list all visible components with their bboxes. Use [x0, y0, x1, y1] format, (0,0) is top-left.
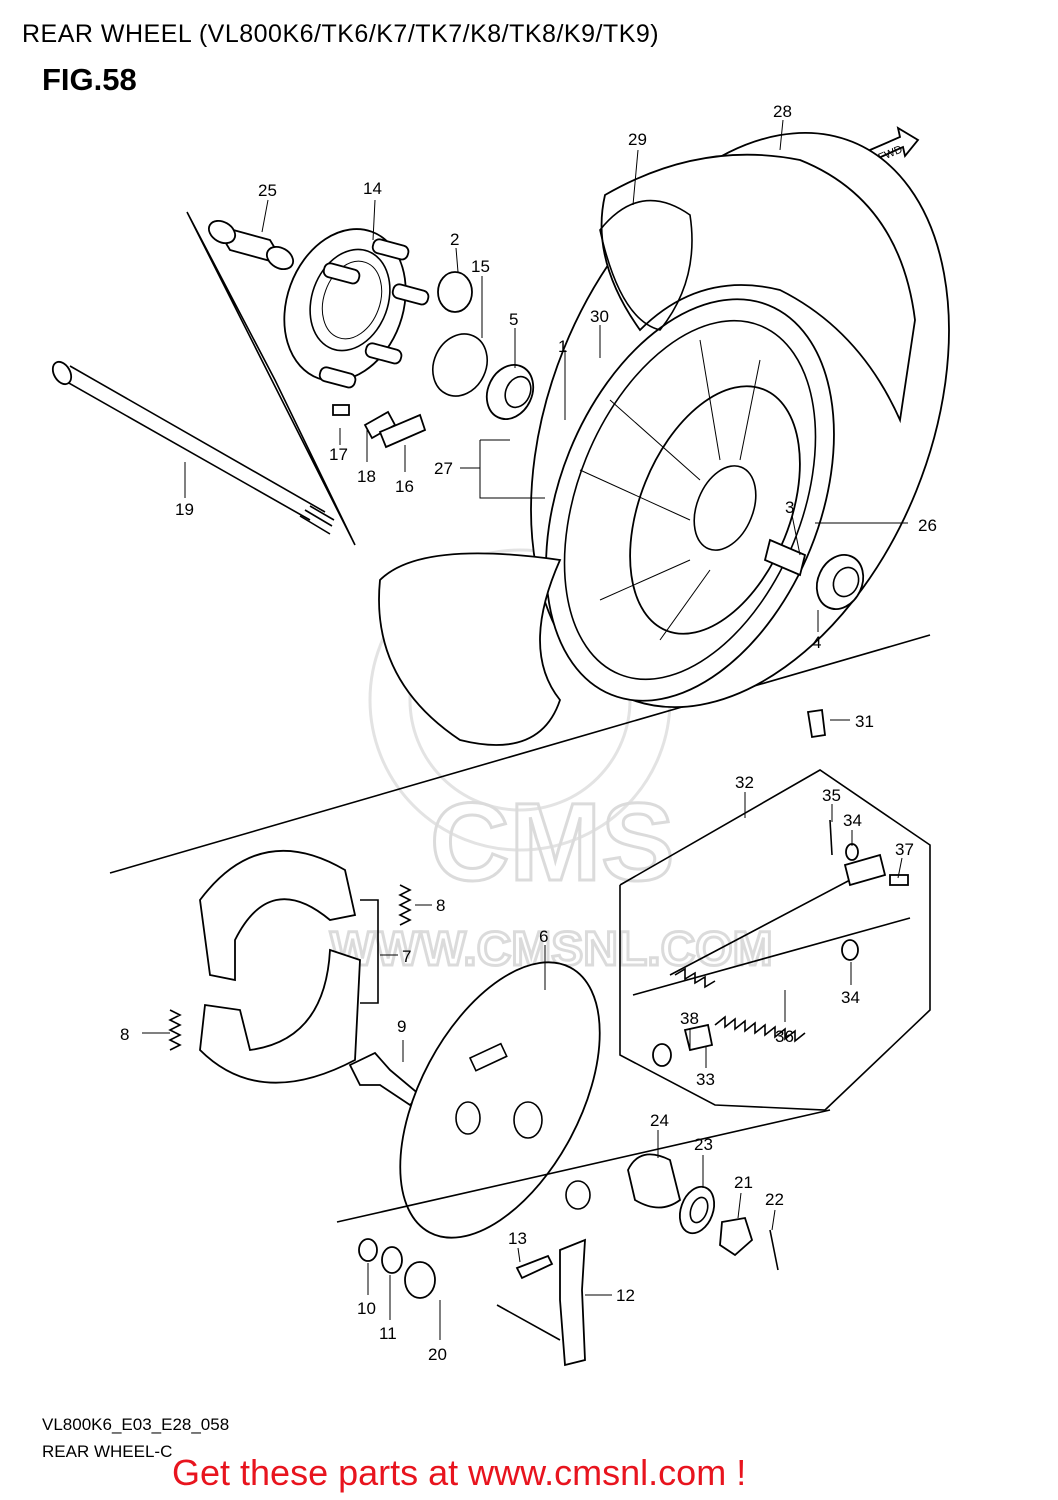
axle: [51, 360, 335, 535]
callout-8b: 8: [120, 1025, 129, 1044]
callout-25: 25: [258, 181, 277, 200]
assembly-guide: [186, 211, 356, 546]
callout-17: 17: [329, 445, 348, 464]
rod-joint: [843, 853, 887, 887]
callout-13: 13: [508, 1229, 527, 1248]
return-spring-20: [404, 1261, 436, 1299]
promo-link[interactable]: Get these parts at www.cmsnl.com !: [172, 1452, 747, 1493]
inner-tube: [599, 199, 693, 331]
assembly-guide-3: [336, 1109, 831, 1223]
ring-10: [358, 1238, 378, 1262]
callout-5: 5: [509, 310, 518, 329]
pin-35: [829, 819, 833, 856]
callout-16: 16: [395, 477, 414, 496]
spring-36: [714, 1015, 806, 1043]
callout-36: 36: [775, 1027, 794, 1046]
dust-seal: [437, 271, 473, 313]
brake-shoes: [199, 849, 361, 1084]
callout-32: 32: [735, 773, 754, 792]
spacer-24: [627, 1153, 682, 1209]
callout-29: 29: [628, 130, 647, 149]
nut-38: [652, 1043, 672, 1067]
callout-26: 26: [918, 516, 937, 535]
lever-guide: [496, 1304, 561, 1341]
callout-4: 4: [812, 633, 821, 652]
callout-10: 10: [357, 1299, 376, 1318]
callout-15: 15: [471, 257, 490, 276]
callout-21: 21: [734, 1173, 753, 1192]
brake-rod: [669, 879, 851, 976]
washer-11: [381, 1246, 403, 1274]
rod-group-box: [619, 769, 931, 1111]
washer-34b: [841, 939, 859, 961]
callout-8a: 8: [436, 896, 445, 915]
bolt-37: [889, 874, 909, 886]
fwd-arrow-icon: FWD: [868, 126, 920, 164]
page-title: REAR WHEEL (VL800K6/TK6/K7/TK7/K8/TK8/K9…: [22, 20, 660, 48]
callout-37: 37: [895, 840, 914, 859]
brake-panel: [399, 961, 601, 1239]
tire: [600, 153, 916, 424]
rod-guide: [632, 917, 911, 996]
bracket-7: [360, 899, 379, 1004]
callout-7: 7: [402, 947, 411, 966]
callout-27: 27: [434, 459, 453, 478]
damper-16: [378, 413, 427, 449]
o-ring: [432, 333, 488, 397]
axle-nut-21: [719, 1216, 754, 1257]
callout-6: 6: [539, 927, 548, 946]
figure-number: FIG.58: [42, 62, 137, 97]
brake-cam: [348, 1051, 422, 1107]
bolt-17: [332, 404, 350, 416]
brake-lever: [559, 1238, 586, 1367]
callout-35: 35: [822, 786, 841, 805]
callout-12: 12: [616, 1286, 635, 1305]
diagram-code: VL800K6_E03_E28_058: [42, 1415, 230, 1434]
callout-34a: 34: [843, 811, 862, 830]
spacer-3: [763, 538, 807, 577]
leader-lines: [142, 119, 908, 1340]
callout-20: 20: [428, 1345, 447, 1364]
tire-section: [378, 552, 562, 746]
callout-11: 11: [379, 1324, 397, 1343]
bolt-13: [515, 1254, 554, 1280]
cotter-pin-22: [769, 1229, 779, 1271]
bearing-5: [485, 364, 535, 420]
spring-8b: [168, 1009, 182, 1051]
callout-18: 18: [357, 467, 376, 486]
assembly-guide-2: [109, 634, 931, 874]
spacer-25: [207, 219, 295, 271]
callout-3: 3: [785, 498, 794, 517]
valve-cap-31: [806, 708, 826, 739]
joint-33: [683, 1023, 714, 1052]
callout-34b: 34: [841, 988, 860, 1007]
callout-2: 2: [450, 230, 459, 249]
bearing-4: [815, 554, 865, 610]
callout-labels: 1 2 3 4 5 6 7 8 8 9 10 11 12 13 14 15 16…: [120, 102, 937, 1364]
callout-23: 23: [694, 1135, 713, 1154]
seal-23: [678, 1185, 716, 1235]
callout-33: 33: [696, 1070, 715, 1089]
callout-30: 30: [590, 307, 609, 326]
callout-1: 1: [558, 337, 567, 356]
callout-38: 38: [680, 1009, 699, 1028]
callout-24: 24: [650, 1111, 669, 1130]
washer-34a: [845, 843, 859, 861]
callout-14: 14: [363, 179, 382, 198]
callout-9: 9: [397, 1017, 406, 1036]
callout-19: 19: [175, 500, 194, 519]
diagram-name: REAR WHEEL-C: [42, 1442, 173, 1461]
sprocket-drum: [283, 228, 430, 389]
callout-28: 28: [773, 102, 792, 121]
callout-31: 31: [855, 712, 874, 731]
watermark-brand: CMS: [430, 781, 674, 904]
callout-22: 22: [765, 1190, 784, 1209]
spring-8a: [398, 884, 412, 926]
